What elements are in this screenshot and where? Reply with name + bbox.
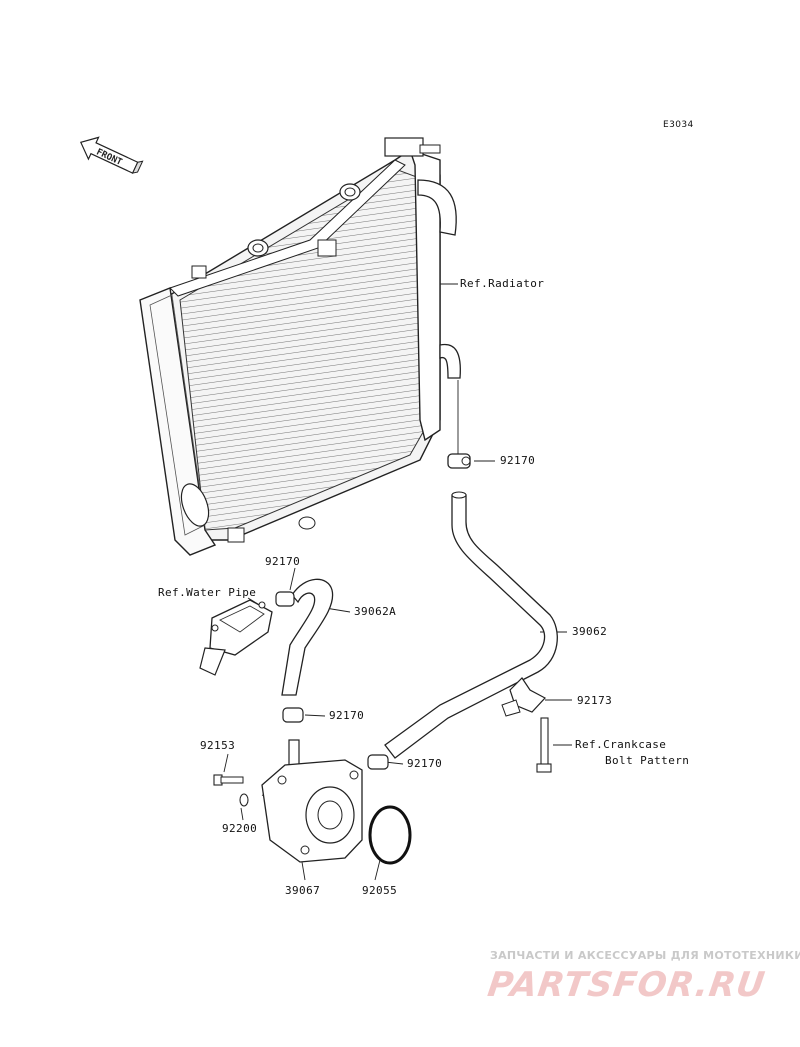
water-pipe <box>199 599 273 676</box>
radiator <box>139 137 461 556</box>
oil-cooler-hose-39062a <box>281 578 334 696</box>
bolt-92153 <box>213 774 244 786</box>
label-part-92170-upper[interactable]: 92170 <box>500 454 536 467</box>
crankcase-bolt <box>536 717 552 773</box>
oil-cooler-hose-39062 <box>384 491 558 759</box>
hose-clamp-92170-water-pipe <box>275 591 295 607</box>
label-part-92200[interactable]: 92200 <box>222 822 258 835</box>
hose-clamp-92170-lower <box>367 754 389 770</box>
washer-92200 <box>239 793 249 807</box>
label-ref-water-pipe[interactable]: Ref.Water Pipe <box>158 586 257 599</box>
label-part-39067[interactable]: 39067 <box>285 884 321 897</box>
oil-cooler-39067 <box>261 739 363 863</box>
label-part-39062a[interactable]: 39062A <box>354 605 397 618</box>
label-ref-crankcase[interactable]: Ref.Crankcase <box>575 738 667 751</box>
watermark-logo: PARTSFOR.RU <box>485 965 768 1005</box>
hose-clamp-92170-upper <box>447 453 471 469</box>
label-part-92170-water-pipe[interactable]: 92170 <box>265 555 301 568</box>
label-part-92170-middle[interactable]: 92170 <box>329 709 365 722</box>
label-part-92153[interactable]: 92153 <box>200 739 236 752</box>
o-ring-92055 <box>368 805 412 865</box>
front-arrow-icon: FRONT <box>79 136 144 174</box>
label-part-39062[interactable]: 39062 <box>572 625 608 638</box>
diagram-code: E3034 <box>663 120 694 130</box>
label-bolt-pattern[interactable]: Bolt Pattern <box>605 754 690 767</box>
watermark-tagline: ЗАПЧАСТИ И АКСЕССУАРЫ ДЛЯ МОТОТЕХНИКИ <box>490 949 800 962</box>
label-part-92173[interactable]: 92173 <box>577 694 613 707</box>
label-part-92055[interactable]: 92055 <box>362 884 398 897</box>
label-ref-radiator[interactable]: Ref.Radiator <box>460 277 545 290</box>
bracket-92173 <box>501 677 546 717</box>
label-part-92170-lower[interactable]: 92170 <box>407 757 443 770</box>
hose-clamp-92170-middle <box>282 707 304 723</box>
